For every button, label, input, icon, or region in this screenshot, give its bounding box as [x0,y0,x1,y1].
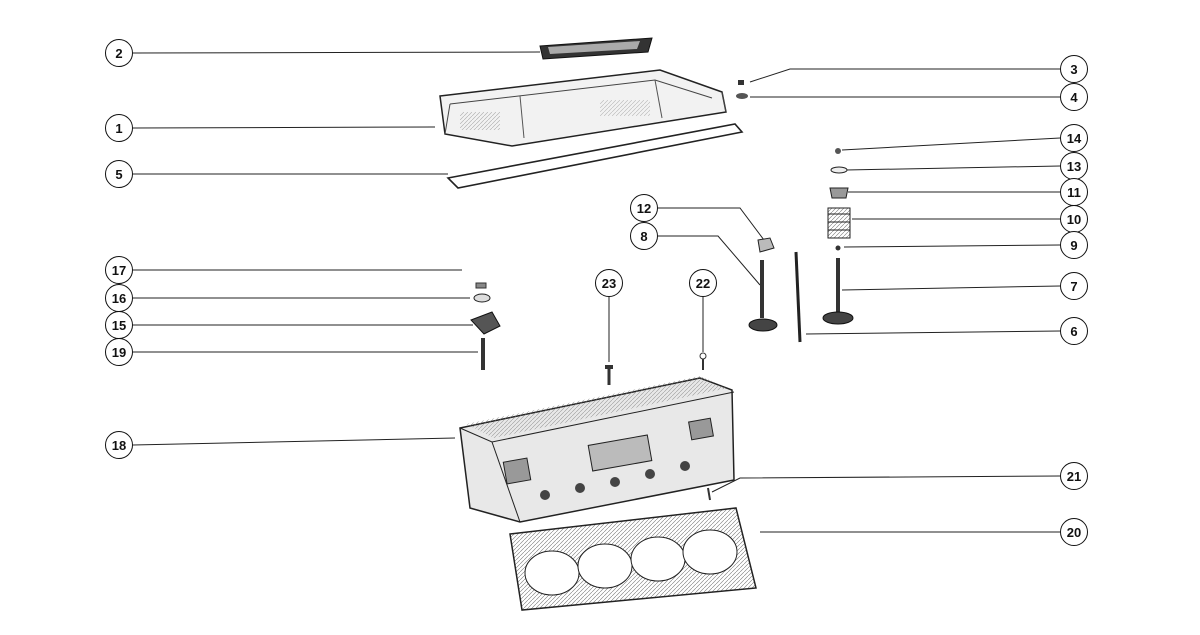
pushrod-part [794,251,802,343]
callout-18: 18 [105,431,133,459]
bolt-parts [605,352,707,385]
rocker-arm-parts [470,282,501,370]
callout-2: 2 [105,39,133,67]
callout-7: 7 [1060,272,1088,300]
exhaust-valve-parts [748,237,778,332]
valve-cover-gasket-part [446,123,744,189]
nut-washer-parts [736,80,748,99]
head-gasket-part [509,507,757,611]
callout-15: 15 [105,311,133,339]
leader-lines [132,51,1061,533]
cylinder-head-part [459,376,735,523]
callout-1: 1 [105,114,133,142]
callout-5: 5 [105,160,133,188]
emblem-part [539,37,653,60]
callout-22: 22 [689,269,717,297]
intake-valve-stack-parts [822,148,854,325]
callout-21: 21 [1060,462,1088,490]
callout-13: 13 [1060,152,1088,180]
valve-cover-part [439,69,727,147]
callout-9: 9 [1060,231,1088,259]
callout-16: 16 [105,284,133,312]
callout-11: 11 [1060,178,1088,206]
callout-23: 23 [595,269,623,297]
callout-6: 6 [1060,317,1088,345]
callout-17: 17 [105,256,133,284]
callout-14: 14 [1060,124,1088,152]
callout-10: 10 [1060,205,1088,233]
callout-3: 3 [1060,55,1088,83]
callout-19: 19 [105,338,133,366]
callout-4: 4 [1060,83,1088,111]
callout-12: 12 [630,194,658,222]
dowel-pin-part [707,487,711,501]
callout-8: 8 [630,222,658,250]
callout-20: 20 [1060,518,1088,546]
